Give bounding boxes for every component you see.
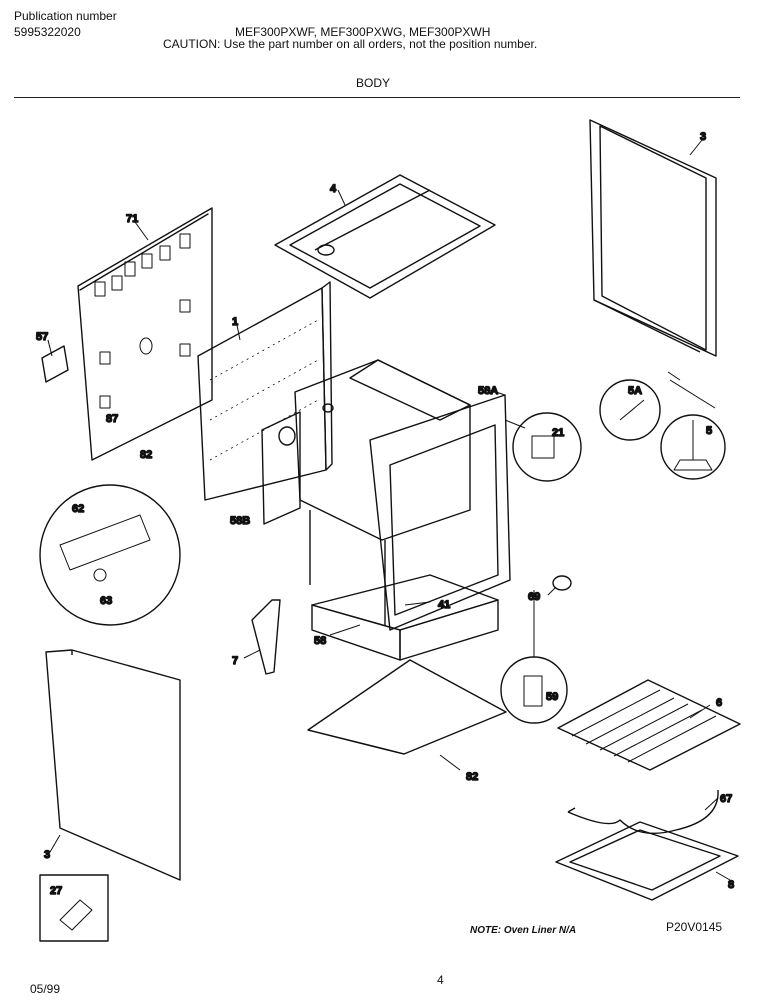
- callout-27: 27: [50, 885, 62, 897]
- callout-71: 71: [126, 213, 138, 225]
- callout-8: 8: [728, 879, 734, 891]
- detail-circle-5: [660, 414, 726, 480]
- oven-liner-note: NOTE: Oven Liner N/A: [470, 925, 577, 936]
- detail-box-27: [39, 874, 109, 942]
- page-number: 4: [437, 973, 444, 987]
- oven-rack-part: [557, 679, 741, 771]
- callout-21: 21: [552, 427, 564, 439]
- callout-59: 59: [546, 691, 558, 703]
- callout-5: 5: [706, 425, 712, 437]
- callout-62: 62: [72, 503, 84, 515]
- back-panel-part: [77, 207, 213, 461]
- callout-58A: 58A: [478, 385, 498, 397]
- callout-1: 1: [232, 316, 238, 328]
- bake-element-part: [567, 789, 719, 834]
- detail-circle-5A: [599, 379, 661, 441]
- side-panel-left-part: [45, 649, 181, 881]
- oven-cabinet-part: [261, 359, 511, 631]
- callout-58B: 58B: [230, 515, 250, 527]
- caution-text: CAUTION: Use the part number on all orde…: [163, 37, 538, 51]
- callout-4: 4: [330, 183, 337, 195]
- grommet-part: [552, 575, 572, 591]
- callout-69: 69: [528, 591, 540, 603]
- callout-3-bottom: 3: [44, 849, 50, 861]
- callout-82: 82: [466, 771, 478, 783]
- hinge-part: [251, 599, 281, 675]
- top-pan-part: [274, 174, 496, 299]
- callout-57: 57: [36, 331, 48, 343]
- callout-5A: 5A: [628, 385, 642, 397]
- plate-part: [41, 345, 69, 383]
- publication-date: 05/99: [30, 982, 61, 996]
- callout-82-small: 82: [140, 449, 152, 461]
- side-panel-right-part: [589, 119, 717, 357]
- callout-58: 58: [314, 635, 326, 647]
- diagram-code: P20V0145: [666, 920, 723, 934]
- callout-3-top: 3: [700, 131, 706, 143]
- detail-circle-21: [512, 412, 582, 482]
- header-divider: [14, 97, 740, 98]
- detail-circle-62: [39, 484, 181, 626]
- bottom-panel-part: [307, 659, 507, 755]
- section-title: BODY: [356, 76, 391, 90]
- drip-pan-part: [555, 821, 739, 901]
- publication-label: Publication number: [14, 9, 117, 23]
- callout-7: 7: [232, 655, 238, 667]
- callout-6: 6: [716, 697, 722, 709]
- model-numbers: MEF300PXWF, MEF300PXWG, MEF300PXWH: [235, 25, 491, 39]
- callout-67: 67: [720, 793, 732, 805]
- callout-41: 41: [438, 599, 450, 611]
- detail-circle-59: [500, 656, 568, 724]
- callout-87: 87: [106, 413, 118, 425]
- insulation-part: [311, 574, 499, 661]
- callout-63: 63: [100, 595, 112, 607]
- bracket-panel-part: [197, 281, 333, 501]
- publication-number: 5995322020: [14, 25, 81, 39]
